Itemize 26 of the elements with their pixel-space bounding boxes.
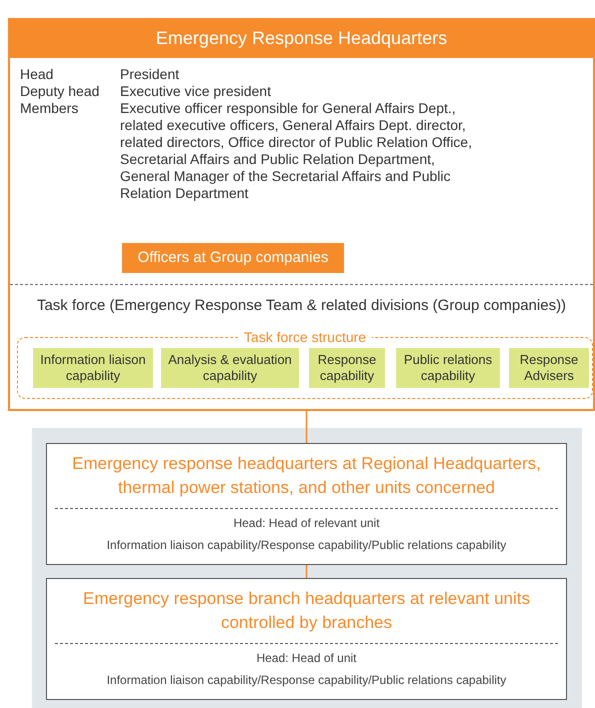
capability-box: Information liaison capability [33, 348, 153, 388]
role-value: Executive vice president [120, 83, 272, 100]
unit-box [46, 443, 567, 565]
section-heading: Task force (Emergency Response Team & related divisions (Group companies)) [36, 297, 568, 315]
capability-box: Response capability [309, 348, 385, 388]
headquarters-panel [8, 18, 595, 411]
connector-line [306, 565, 308, 578]
unit-title: Emergency response branch headquarters at relevant units controlled by branches [82, 588, 531, 634]
unit-title: Emergency response headquarters at Regional Headquarters, thermal power stations, and other units concerned [71, 453, 542, 499]
capability-box: Analysis & evaluation capability [161, 348, 299, 388]
connector-line [306, 411, 308, 443]
role-label: Deputy head [20, 83, 100, 100]
capability-box: Response Advisers [509, 348, 589, 388]
unit-detail: Head: Head of relevant unit [232, 515, 381, 532]
role-value: President [120, 66, 180, 83]
panel-title: Emergency Response Headquarters [8, 18, 595, 58]
unit-detail: Information liaison capability/Response capability/Public relations capability [106, 537, 508, 554]
unit-detail: Head: Head of unit [255, 650, 358, 667]
capability-box: Public relations capability [396, 348, 500, 388]
role-label: Members [20, 100, 80, 118]
role-label: Head [20, 66, 54, 83]
role-value: Executive officer responsible for General Affairs Dept., related executive officers, General Affairs Dept. director, related directors, Office director of Public Relation Office, Secretarial Affairs and Public Relation Department, General Manager of the Secretarial Affairs and Public Relation Department [120, 100, 473, 202]
background-panel [32, 428, 582, 708]
unit-box [46, 578, 567, 700]
group-officers-box: Officers at Group companies [122, 243, 344, 273]
unit-detail: Information liaison capability/Response capability/Public relations capability [106, 672, 508, 689]
